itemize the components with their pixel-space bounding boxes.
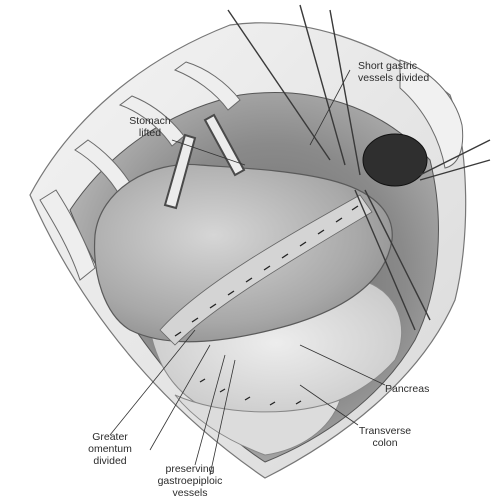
leader-lines [109,69,386,476]
omentum-band [159,194,373,346]
transverse-colon [174,394,341,456]
ligature-clips [174,205,359,406]
spleen [362,133,428,187]
greater-omentum-label: Greater omentum divided [88,431,132,467]
stomach [93,163,393,343]
retractor-blades [39,61,241,281]
pancreas-label: Pancreas [385,383,430,395]
transverse-colon-label: Transverse colon [358,425,412,449]
short-gastric-label: Short gastric vessels divided [358,60,430,84]
stomach-forceps [163,113,246,210]
preserving-vessels-label: preserving gastroepiploic vessels [157,463,223,499]
stomach-label: Stomach lifted [129,115,171,139]
right-retractor [399,59,464,169]
surgical-instruments [227,4,491,331]
